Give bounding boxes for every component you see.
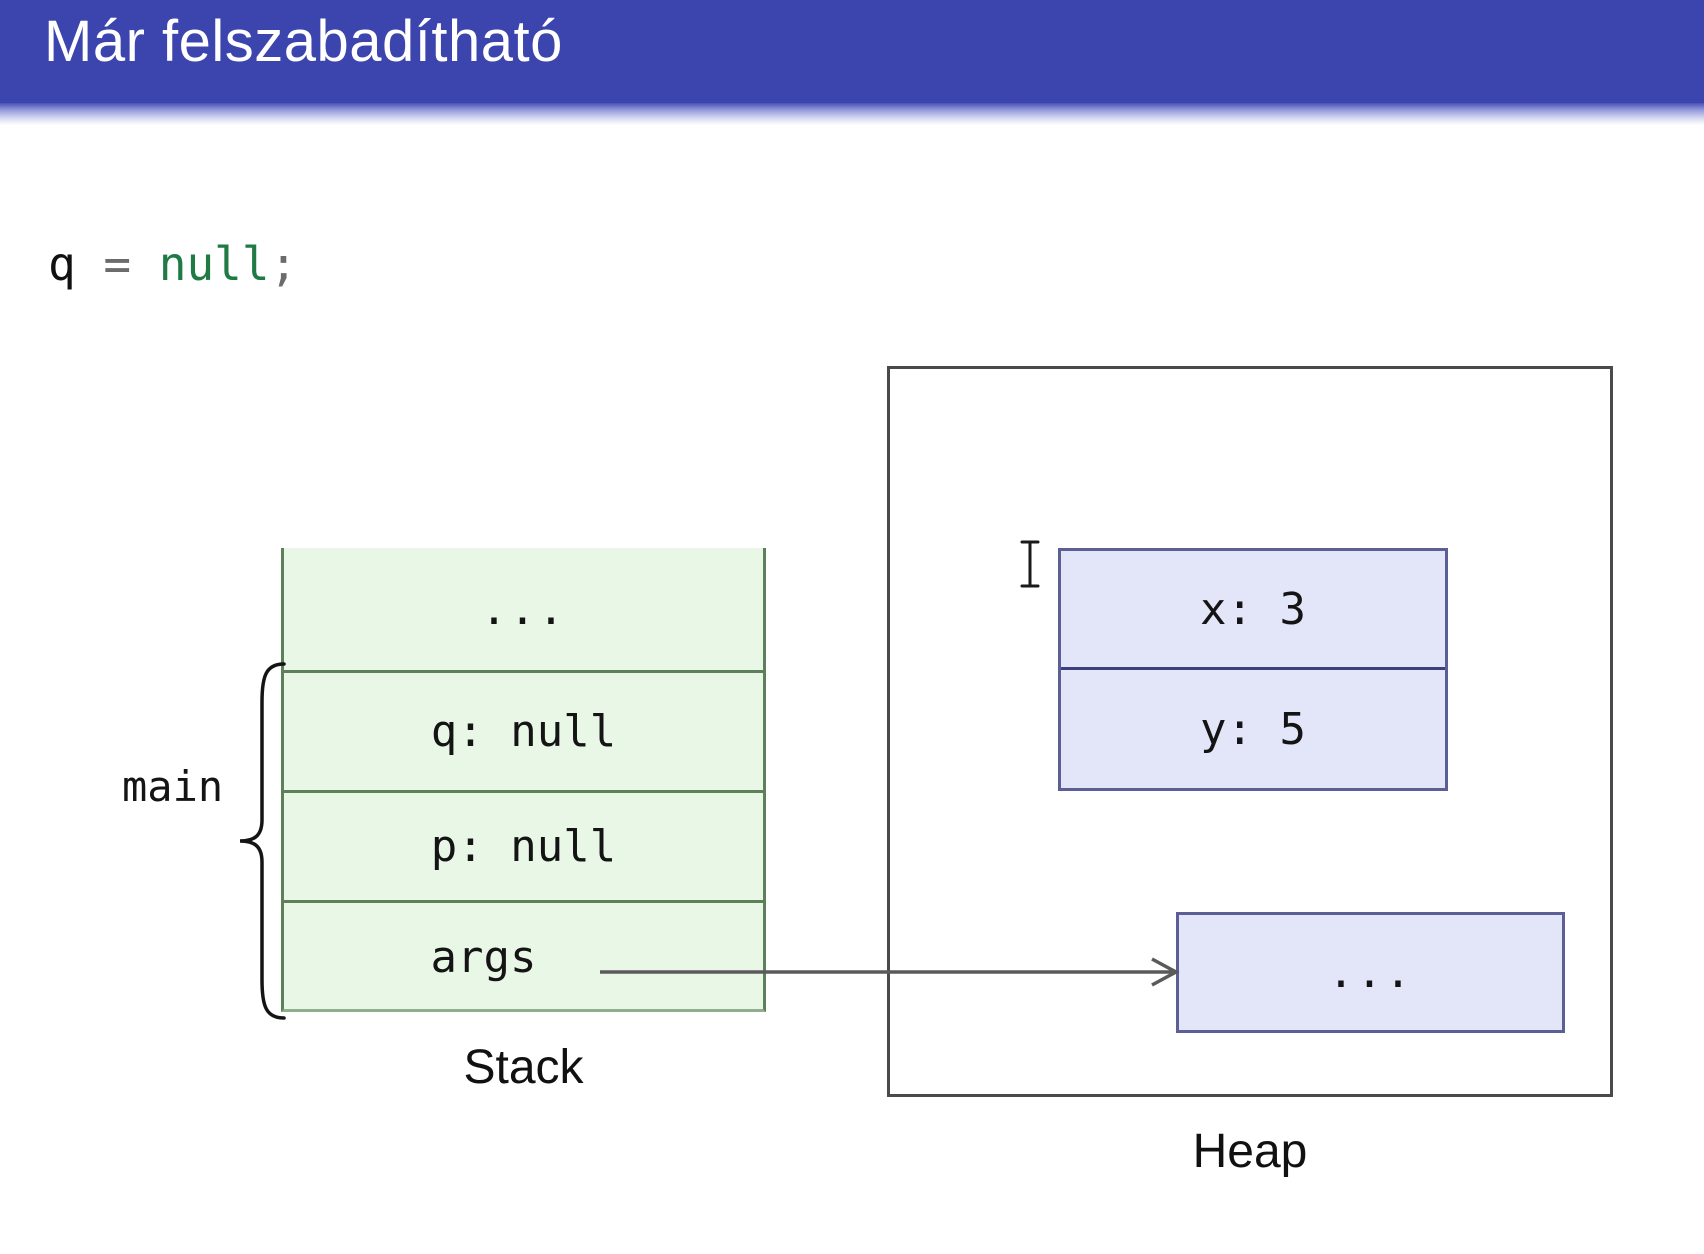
main-frame-brace-icon: [239, 662, 286, 1020]
heap-object-args-array: ...: [1176, 912, 1565, 1033]
heap-caption: Heap: [1192, 1125, 1308, 1178]
heap-object-args-label: ...: [1327, 947, 1414, 998]
page-title: Már felszabadítható: [44, 9, 563, 74]
heap-field-x: x: 3: [1061, 551, 1445, 667]
heap-field-y: y: 5: [1061, 667, 1445, 788]
heap-object-point: x: 3 y: 5: [1058, 548, 1448, 791]
stack-row-ellipsis-label: ...: [480, 583, 567, 635]
stack-caption: Stack: [463, 1041, 584, 1094]
stack-diagram: ... q: null p: null args: [281, 548, 766, 1012]
code-line: q = null;: [48, 236, 297, 292]
code-token-null-keyword: null: [158, 237, 270, 291]
heap-field-x-label: x: 3: [1200, 583, 1306, 635]
heap-region: [887, 366, 1613, 1097]
stack-frame-label-main: main: [122, 762, 224, 811]
stack-row-args-label: args: [430, 932, 537, 983]
code-token-identifier: q: [48, 237, 76, 291]
stack-row: q: null: [284, 670, 763, 790]
stack-row: ...: [284, 548, 763, 670]
stack-row: args: [284, 900, 763, 1012]
code-token-assign: =: [75, 237, 159, 291]
stack-row-p-label: p: null: [430, 821, 617, 872]
text-ibeam-cursor-icon: [1020, 540, 1040, 588]
code-token-semicolon: ;: [269, 237, 298, 291]
heap-field-y-label: y: 5: [1200, 703, 1306, 755]
title-banner: [0, 0, 1704, 103]
title-banner-gradient: [0, 103, 1704, 125]
stack-row-q-label: q: null: [430, 706, 617, 757]
stack-row: p: null: [284, 790, 763, 900]
